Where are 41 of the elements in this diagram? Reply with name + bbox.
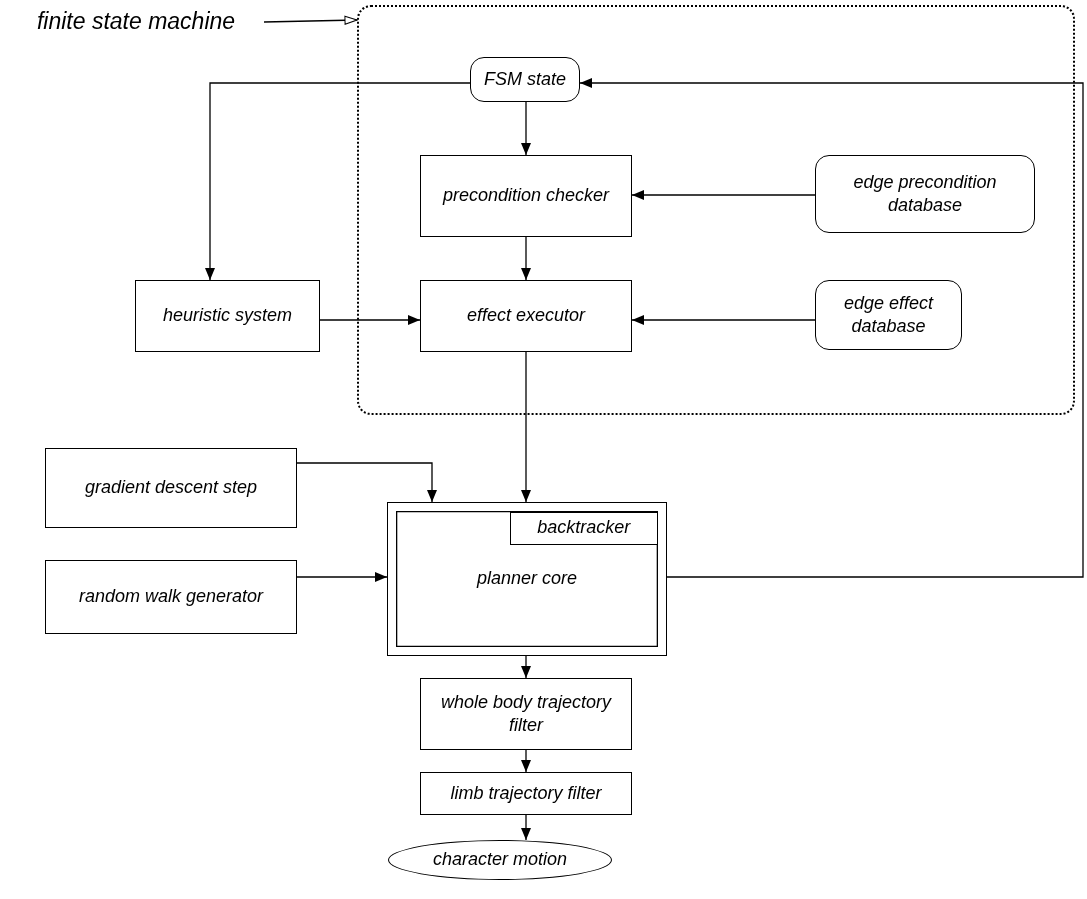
box-label: character motion (431, 848, 569, 872)
arrow (631, 190, 816, 200)
arrow (631, 315, 816, 325)
rounded-box (470, 57, 580, 102)
arrow (205, 82, 471, 281)
arrow (521, 814, 531, 841)
box-label: limb trajectory filter (449, 781, 603, 805)
arrow (521, 101, 531, 156)
process-box (420, 772, 632, 815)
arrow (296, 462, 437, 503)
arrow (296, 572, 388, 582)
box-label: edge effect database (842, 291, 935, 338)
rounded-box (815, 280, 962, 350)
arrow (579, 78, 1084, 578)
dotted-region (357, 5, 1075, 415)
process-box (45, 560, 297, 634)
box-label: FSM state (483, 67, 567, 91)
double-border-box (387, 502, 667, 656)
arrow (263, 15, 358, 25)
box-label: gradient descent step (83, 476, 259, 500)
arrow (521, 655, 531, 679)
process-box (135, 280, 320, 352)
process-box (45, 448, 297, 528)
box-label: random walk generator (77, 585, 265, 609)
process-box (420, 155, 632, 237)
box-label: heuristic system (161, 304, 293, 328)
box-label: planner core (475, 567, 579, 591)
box-label: effect executor (465, 304, 587, 328)
rounded-box (815, 155, 1035, 233)
box-label: precondition checker (441, 184, 611, 208)
box-label: backtracker (536, 516, 632, 540)
annotation-text: finite state machine (8, 8, 264, 36)
arrow (319, 315, 421, 325)
process-box (420, 280, 632, 352)
arrow (521, 749, 531, 773)
process-box (420, 678, 632, 750)
box-label: whole body trajectory filter (439, 690, 613, 737)
process-box (509, 511, 658, 545)
box-label: edge precondition database (852, 170, 998, 217)
arrow (521, 236, 531, 281)
arrow (521, 351, 531, 503)
